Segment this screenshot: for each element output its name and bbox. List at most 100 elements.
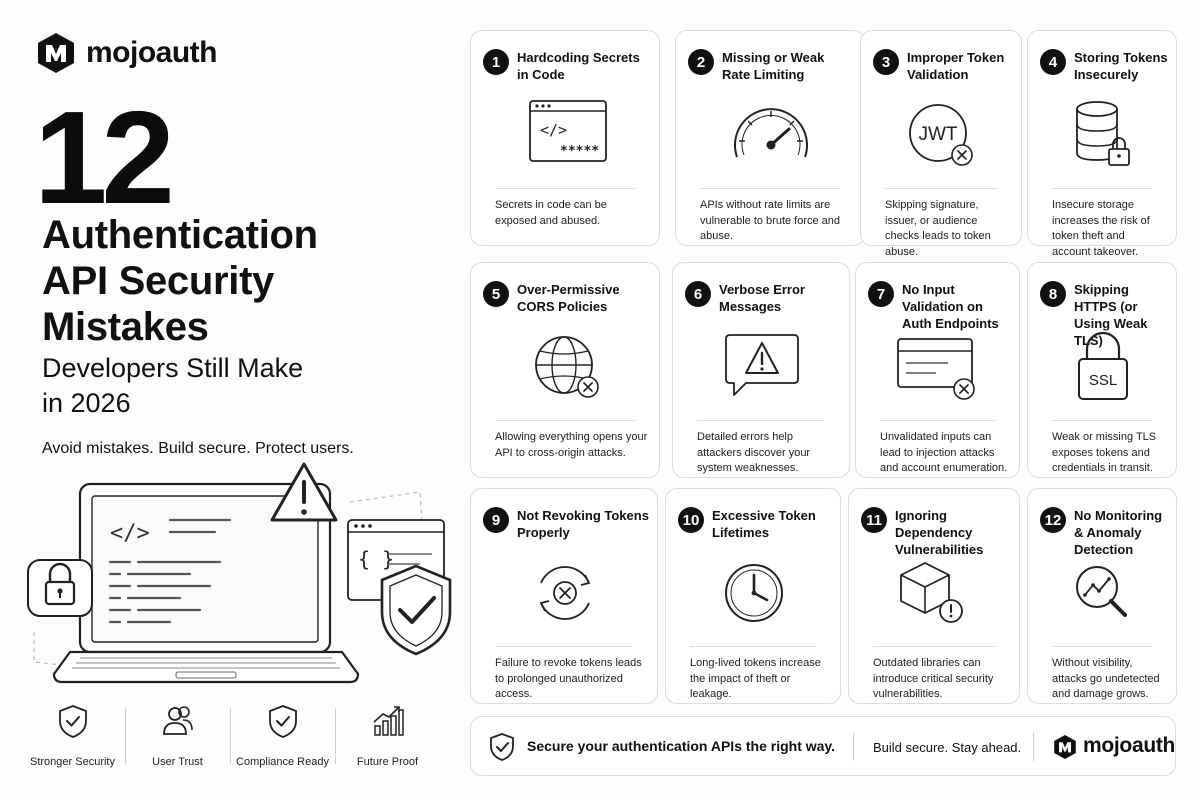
card-number: 3 [873, 49, 899, 75]
brand[interactable]: mojoauth [36, 32, 218, 74]
clock-icon [725, 564, 783, 622]
card-description: Long-lived tokens increase the impact of… [690, 657, 821, 700]
braces-glyph: { } [358, 547, 394, 571]
card-number: 9 [483, 507, 509, 533]
feature-future-proof: Future Proof [335, 704, 440, 768]
code-window-icon: </> ***** [529, 100, 607, 162]
card-number: 10 [678, 507, 704, 533]
footer-sub-text: Build secure. Stay ahead. [873, 740, 1022, 755]
code-glyph: </> [110, 521, 150, 546]
footer-main-text: Secure your authentication APIs the righ… [527, 738, 836, 754]
revoke-cycle-icon [539, 566, 591, 620]
mistake-card-2[interactable]: 2 Missing or Weak Rate Limiting APIs wit… [675, 30, 865, 246]
jwt-label: JWT [918, 124, 957, 145]
card-description: APIs without rate limits are vulnerable … [700, 199, 841, 242]
mistake-card-9[interactable]: 9 Not Revoking Tokens Properly Failure t… [470, 488, 658, 704]
card-title: Missing or Weak Rate Limiting [722, 50, 825, 82]
magnifier-trend-icon [1076, 566, 1127, 617]
card-description: Without visibility, attacks go undetecte… [1052, 657, 1160, 700]
mistake-card-12[interactable]: 12 No Monitoring & Anomaly Detection Wit… [1027, 488, 1177, 704]
hero-title: Authentication API Security Mistakes Dev… [42, 212, 422, 420]
package-alert-icon [900, 562, 963, 623]
speedometer-icon [734, 108, 808, 158]
card-divider [880, 420, 995, 421]
mistake-card-1[interactable]: 1 Hardcoding Secrets in Code </> ***** S… [470, 30, 660, 246]
card-divider [495, 420, 635, 421]
users-icon [162, 706, 193, 735]
card-divider [495, 188, 635, 189]
shield-check-icon [490, 733, 514, 761]
card-number: 4 [1040, 49, 1066, 75]
card-number: 12 [1040, 507, 1066, 533]
feature-label: Compliance Ready [236, 756, 329, 768]
mistake-card-3[interactable]: 3 Improper Token Validation JWT Skipping… [860, 30, 1022, 258]
card-description: Allowing everything opens your API to cr… [495, 431, 648, 459]
mistake-card-11[interactable]: 11 Ignoring Dependency Vulnerabilities O… [848, 488, 1020, 704]
card-description: Failure to revoke tokens leads to prolon… [495, 657, 642, 700]
warning-message-icon [725, 334, 799, 396]
card-title: Ignoring Dependency Vulnerabilities [895, 508, 984, 557]
card-description: Unvalidated inputs can lead to injection… [880, 431, 1008, 474]
card-divider [697, 420, 825, 421]
card-number: 11 [861, 507, 887, 533]
mistake-card-10[interactable]: 10 Excessive Token Lifetimes Long-lived … [665, 488, 841, 704]
footer-divider [1033, 733, 1034, 761]
feature-user-trust: User Trust [125, 704, 230, 768]
jwt-token-icon: JWT [909, 104, 973, 166]
mistake-card-6[interactable]: 6 Verbose Error Messages Detailed errors… [672, 262, 850, 478]
card-title: Storing Tokens Insecurely [1074, 50, 1168, 82]
card-description: Weak or missing TLS exposes tokens and c… [1052, 431, 1157, 474]
card-divider [495, 646, 633, 647]
hero-panel: mojoauth 12 Authentication API Security … [0, 0, 460, 800]
feature-label: User Trust [152, 756, 203, 768]
card-title: Hardcoding Secrets in Code [517, 50, 640, 82]
card-title: Improper Token Validation [907, 50, 1005, 82]
card-description: Insecure storage increases the risk of t… [1052, 199, 1150, 258]
card-number: 6 [685, 281, 711, 307]
card-number: 8 [1040, 281, 1066, 307]
card-description: Secrets in code can be exposed and abuse… [495, 199, 607, 227]
card-divider [690, 646, 816, 647]
card-divider [873, 646, 995, 647]
card-number: 5 [483, 281, 509, 307]
card-description: Detailed errors help attackers discover … [697, 431, 811, 474]
brand-name: mojoauth [86, 36, 218, 69]
card-description: Skipping signature, issuer, or audience … [885, 199, 991, 258]
card-divider [1052, 188, 1152, 189]
input-form-x-icon [897, 338, 975, 400]
feature-stronger-security: Stronger Security [20, 704, 125, 768]
code-glyph: </> [540, 121, 567, 139]
footer-brand[interactable]: mojoauth [1083, 734, 1176, 757]
mistake-card-4[interactable]: 4 Storing Tokens Insecurely Insecure sto… [1027, 30, 1177, 258]
ssl-label: SSL [1089, 372, 1117, 389]
shield-check-icon [58, 705, 87, 738]
card-number: 2 [688, 49, 714, 75]
mistake-card-7[interactable]: 7 No Input Validation on Auth Endpoints … [855, 262, 1020, 478]
mistake-card-8[interactable]: 8 Skipping HTTPS (or Using Weak TLS) SSL… [1027, 262, 1177, 478]
hero-title-line: Mistakes [42, 305, 209, 349]
card-title: Not Revoking Tokens Properly [517, 508, 649, 540]
card-number: 1 [483, 49, 509, 75]
hero-title-line: Authentication [42, 213, 318, 257]
card-description: Outdated libraries can introduce critica… [873, 657, 994, 700]
card-title: No Monitoring & Anomaly Detection [1074, 508, 1163, 557]
mojoauth-logo-icon [38, 33, 74, 73]
shield-check-icon [268, 705, 297, 738]
growth-chart-icon [372, 706, 404, 736]
mistake-card-5[interactable]: 5 Over-Permissive CORS Policies Allowing… [470, 262, 660, 478]
mojoauth-logo-icon [1054, 735, 1076, 759]
card-number: 7 [868, 281, 894, 307]
footer-banner: Secure your authentication APIs the righ… [470, 716, 1176, 776]
globe-x-icon [535, 336, 599, 398]
database-lock-icon [1076, 101, 1130, 166]
feature-label: Future Proof [356, 756, 419, 768]
card-title: Skipping HTTPS (or Using Weak TLS) [1074, 282, 1148, 348]
card-divider [885, 188, 997, 189]
card-divider [1052, 420, 1152, 421]
feature-compliance-ready: Compliance Ready [230, 704, 335, 768]
hero-tagline: Avoid mistakes. Build secure. Protect us… [42, 440, 354, 457]
hero-title-line: API Security [42, 259, 275, 303]
ssl-lock-icon: SSL [1078, 331, 1128, 400]
card-title: Excessive Token Lifetimes [712, 508, 816, 540]
hero-subtitle-line: Developers Still Make [42, 353, 304, 383]
